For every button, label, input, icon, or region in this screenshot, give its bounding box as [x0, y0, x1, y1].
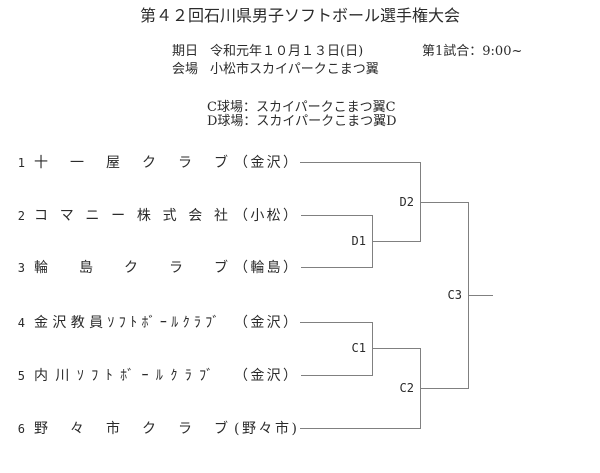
team-name: コマニー株式会社: [34, 208, 228, 224]
team-row-2: 2 コマニー株式会社 （小松）: [0, 207, 300, 225]
bracket-line-team3: [301, 267, 373, 268]
team-name: 金沢教員ｿﾌﾄﾎﾞｰﾙｸﾗﾌﾞ: [34, 315, 224, 331]
venue-value: 小松市スカイパークこまつ翼: [210, 62, 379, 77]
bracket-winner-line: [468, 295, 493, 296]
bracket-outline-match-d1: [372, 241, 421, 242]
team-row-1: 1 十一屋クラブ （金沢）: [0, 154, 300, 172]
team-row-3: 3 輪島クラブ （輪島）: [0, 259, 300, 277]
team-location: （金沢）: [234, 315, 297, 331]
first-game-time: 第1試合：9:00~: [422, 44, 523, 59]
ground-c-note: C球場：スカイパークこまつ翼C: [207, 100, 396, 115]
match-label-d2: D2: [399, 195, 414, 209]
bracket-line-team6: [300, 428, 421, 429]
bracket-outline-match-d2: [420, 202, 469, 203]
team-row-5: 5 内川ｿﾌﾄﾎﾞｰﾙｸﾗﾌﾞ （金沢）: [0, 367, 300, 385]
bracket-outline-match-c2: [420, 388, 469, 389]
ground-d-note: D球場：スカイパークこまつ翼D: [207, 114, 397, 129]
team-seed: 3: [17, 261, 25, 275]
match-label-c2: C2: [399, 381, 414, 395]
team-seed: 5: [17, 369, 25, 383]
team-location: （輪島）: [234, 260, 297, 276]
team-seed: 4: [17, 316, 25, 330]
team-location: （金沢）: [234, 368, 297, 384]
bracket-line-team4: [300, 322, 373, 323]
team-name: 輪島クラブ: [34, 260, 228, 276]
match-label-d1: D1: [351, 234, 366, 248]
bracket-line-team2: [301, 215, 373, 216]
date-label: 期日: [172, 44, 199, 59]
match-label-c3: C3: [447, 288, 462, 302]
bracket-line-team1: [300, 162, 421, 163]
team-row-6: 6 野々市クラブ (野々市): [0, 420, 300, 438]
bracket-outline-match-c1: [372, 348, 421, 349]
team-location: （金沢）: [234, 155, 297, 171]
bracket-line-team5: [301, 375, 373, 376]
team-name: 十一屋クラブ: [34, 155, 228, 171]
team-row-4: 4 金沢教員ｿﾌﾄﾎﾞｰﾙｸﾗﾌﾞ （金沢）: [0, 314, 300, 332]
team-seed: 2: [17, 209, 25, 223]
team-location: (野々市): [234, 421, 297, 437]
team-seed: 6: [17, 422, 25, 436]
match-label-c1: C1: [351, 341, 366, 355]
page-title: 第４２回石川県男子ソフトボール選手権大会: [139, 6, 460, 25]
team-name: 内川ｿﾌﾄﾎﾞｰﾙｸﾗﾌﾞ: [34, 368, 221, 384]
date-value: 令和元年１０月１３日(日): [210, 44, 364, 59]
bracket-vline-match-c1: [372, 322, 373, 376]
team-seed: 1: [17, 156, 25, 170]
team-location: （小松）: [234, 208, 297, 224]
team-name: 野々市クラブ: [34, 421, 228, 437]
venue-label: 会場: [172, 62, 199, 77]
